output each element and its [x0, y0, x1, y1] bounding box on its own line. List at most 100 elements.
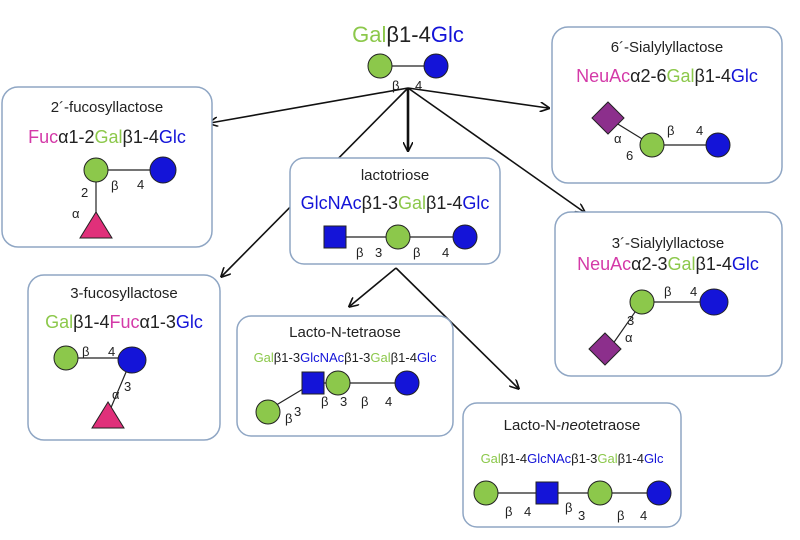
formula-lactotriose: GlcNAcβ1-3Galβ1-4Glc — [301, 193, 490, 213]
title-3-sialyllactose: 3´-Sialylyllactose — [612, 235, 725, 252]
svg-text:3: 3 — [124, 379, 131, 394]
formula-3-fucosyllactose: Galβ1-4Fucα1-3Glc — [45, 312, 203, 332]
formula-part-glc: Glc — [644, 451, 664, 466]
svg-text:β: β — [356, 245, 363, 260]
svg-text:4: 4 — [696, 123, 703, 138]
formula-part-glcnac: GlcNAc — [300, 350, 345, 365]
box-lacto-n-neotetraose: Lacto-N-neotetraose Galβ1-4GlcNAcβ1-3Gal… — [462, 402, 682, 528]
glcnac-square — [301, 371, 325, 395]
formula-part-neuac: NeuAc — [576, 66, 630, 86]
svg-text:4: 4 — [442, 245, 449, 260]
glc-circle — [423, 53, 449, 79]
formula-part-glcnac: GlcNAc — [527, 451, 572, 466]
svg-text:3: 3 — [627, 313, 634, 328]
glcnac-square — [535, 481, 559, 505]
svg-text:β: β — [664, 284, 671, 299]
svg-text:α: α — [72, 206, 80, 221]
formula-part-glc: Glc — [431, 22, 464, 47]
formula-6-sialyllactose: NeuAcα2-6Galβ1-4Glc — [576, 66, 758, 86]
box-2-fucosyllactose: 2´-fucosyllactose Fucα1-2Galβ1-4Glc 2 β … — [1, 86, 213, 248]
svg-text:6: 6 — [626, 148, 633, 163]
formula-part-text: β1-4 — [501, 451, 527, 466]
formula-part-text: β1-4 — [695, 66, 731, 86]
gal-circle — [83, 157, 109, 183]
arrow-to-lacto-n-neotetraose — [395, 267, 518, 388]
gal-circle — [587, 480, 613, 506]
svg-text:4: 4 — [524, 504, 531, 519]
glc-circle — [646, 480, 672, 506]
arrow-to-2-fucosyllactose — [210, 87, 409, 123]
svg-text:α: α — [112, 387, 120, 402]
formula-part-fuc: Fuc — [28, 127, 58, 147]
svg-text:3: 3 — [578, 508, 585, 523]
svg-text:4: 4 — [690, 284, 697, 299]
formula-part-text: β1-4 — [618, 451, 644, 466]
formula-part-text: β1-3 — [571, 451, 597, 466]
formula-part-text: β1-3 — [274, 350, 300, 365]
title-6-sialyllactose: 6´-Sialylyllactose — [611, 39, 724, 56]
formula-part-glc: Glc — [176, 312, 203, 332]
glc-circle — [117, 346, 147, 374]
formula-part-gal: Gal — [370, 350, 390, 365]
formula-part-text: β1-4 — [391, 350, 417, 365]
formula-part-text: α1-3 — [139, 312, 175, 332]
formula-part-text: α2-6 — [630, 66, 666, 86]
formula-part-text: β1-4 — [696, 254, 732, 274]
formula-part-text: β1-3 — [362, 193, 398, 213]
title-lacto-n-tetraose: Lacto-N-tetraose — [289, 324, 401, 341]
glc-circle — [699, 288, 729, 316]
glc-circle — [394, 370, 420, 396]
box-6-sialyllactose: 6´-Sialylyllactose NeuAcα2-6Galβ1-4Glc α… — [551, 26, 783, 184]
svg-text:β: β — [505, 504, 512, 519]
formula-part-text: β1-3 — [344, 350, 370, 365]
gal-circle — [255, 399, 281, 425]
glcnac-square — [323, 225, 347, 249]
formula-part-text: β1-4 — [386, 22, 430, 47]
formula-part-text: α2-3 — [631, 254, 667, 274]
svg-text:4: 4 — [137, 177, 144, 192]
gal-circle — [367, 53, 393, 79]
box-3-fucosyllactose: 3-fucosyllactose Galβ1-4Fucα1-3Glc β 4 α… — [27, 274, 221, 441]
arrow-to-lacto-n-tetraose — [350, 267, 397, 306]
formula-part-neuac: NeuAc — [577, 254, 631, 274]
box-lacto-n-tetraose: Lacto-N-tetraose Galβ1-3GlcNAcβ1-3Galβ1-… — [236, 315, 454, 437]
title-3-fucosyllactose: 3-fucosyllactose — [70, 285, 178, 302]
formula-part-gal: Gal — [481, 451, 501, 466]
formula-part-text: β1-4 — [73, 312, 109, 332]
formula-2-fucosyllactose: Fucα1-2Galβ1-4Glc — [28, 127, 186, 147]
formula-part-glc: Glc — [462, 193, 489, 213]
gal-circle — [639, 132, 665, 158]
glc-circle — [705, 132, 731, 158]
fuc-triangle — [79, 211, 113, 239]
neuac-diamond — [591, 101, 625, 135]
arrow-to-3-sialyllactose — [407, 87, 584, 212]
formula-part-gal: Gal — [398, 193, 426, 213]
formula-part-gal: Gal — [45, 312, 73, 332]
svg-text:4: 4 — [415, 78, 422, 93]
formula-part-gal: Gal — [668, 254, 696, 274]
svg-text:α: α — [625, 330, 633, 345]
svg-text:β: β — [82, 344, 89, 359]
gal-circle — [385, 224, 411, 250]
svg-text:β: β — [321, 394, 328, 409]
svg-text:β: β — [617, 508, 624, 523]
svg-text:β: β — [361, 394, 368, 409]
formula-part-gal: Gal — [667, 66, 695, 86]
formula-part-glc: Glc — [159, 127, 186, 147]
gal-circle — [325, 370, 351, 396]
svg-text:β: β — [565, 500, 572, 515]
glc-circle — [149, 156, 177, 184]
title-2-fucosyllactose: 2´-fucosyllactose — [51, 99, 164, 116]
svg-text:β: β — [285, 411, 292, 426]
formula-part-text: β1-4 — [123, 127, 159, 147]
svg-text:β: β — [413, 245, 420, 260]
title-lacto-n-neotetraose: Lacto-N-neotetraose — [504, 417, 641, 434]
formula-part-gal: Gal — [95, 127, 123, 147]
svg-text:α: α — [614, 131, 622, 146]
svg-text:2: 2 — [81, 185, 88, 200]
formula-lacto-n-neotetraose: Galβ1-4GlcNAcβ1-3Galβ1-4Glc — [481, 451, 664, 466]
box-3-sialyllactose: 3´-Sialylyllactose NeuAcα2-3Galβ1-4Glc β… — [554, 211, 783, 377]
glc-circle — [452, 224, 478, 250]
formula-part-glc: Glc — [731, 66, 758, 86]
